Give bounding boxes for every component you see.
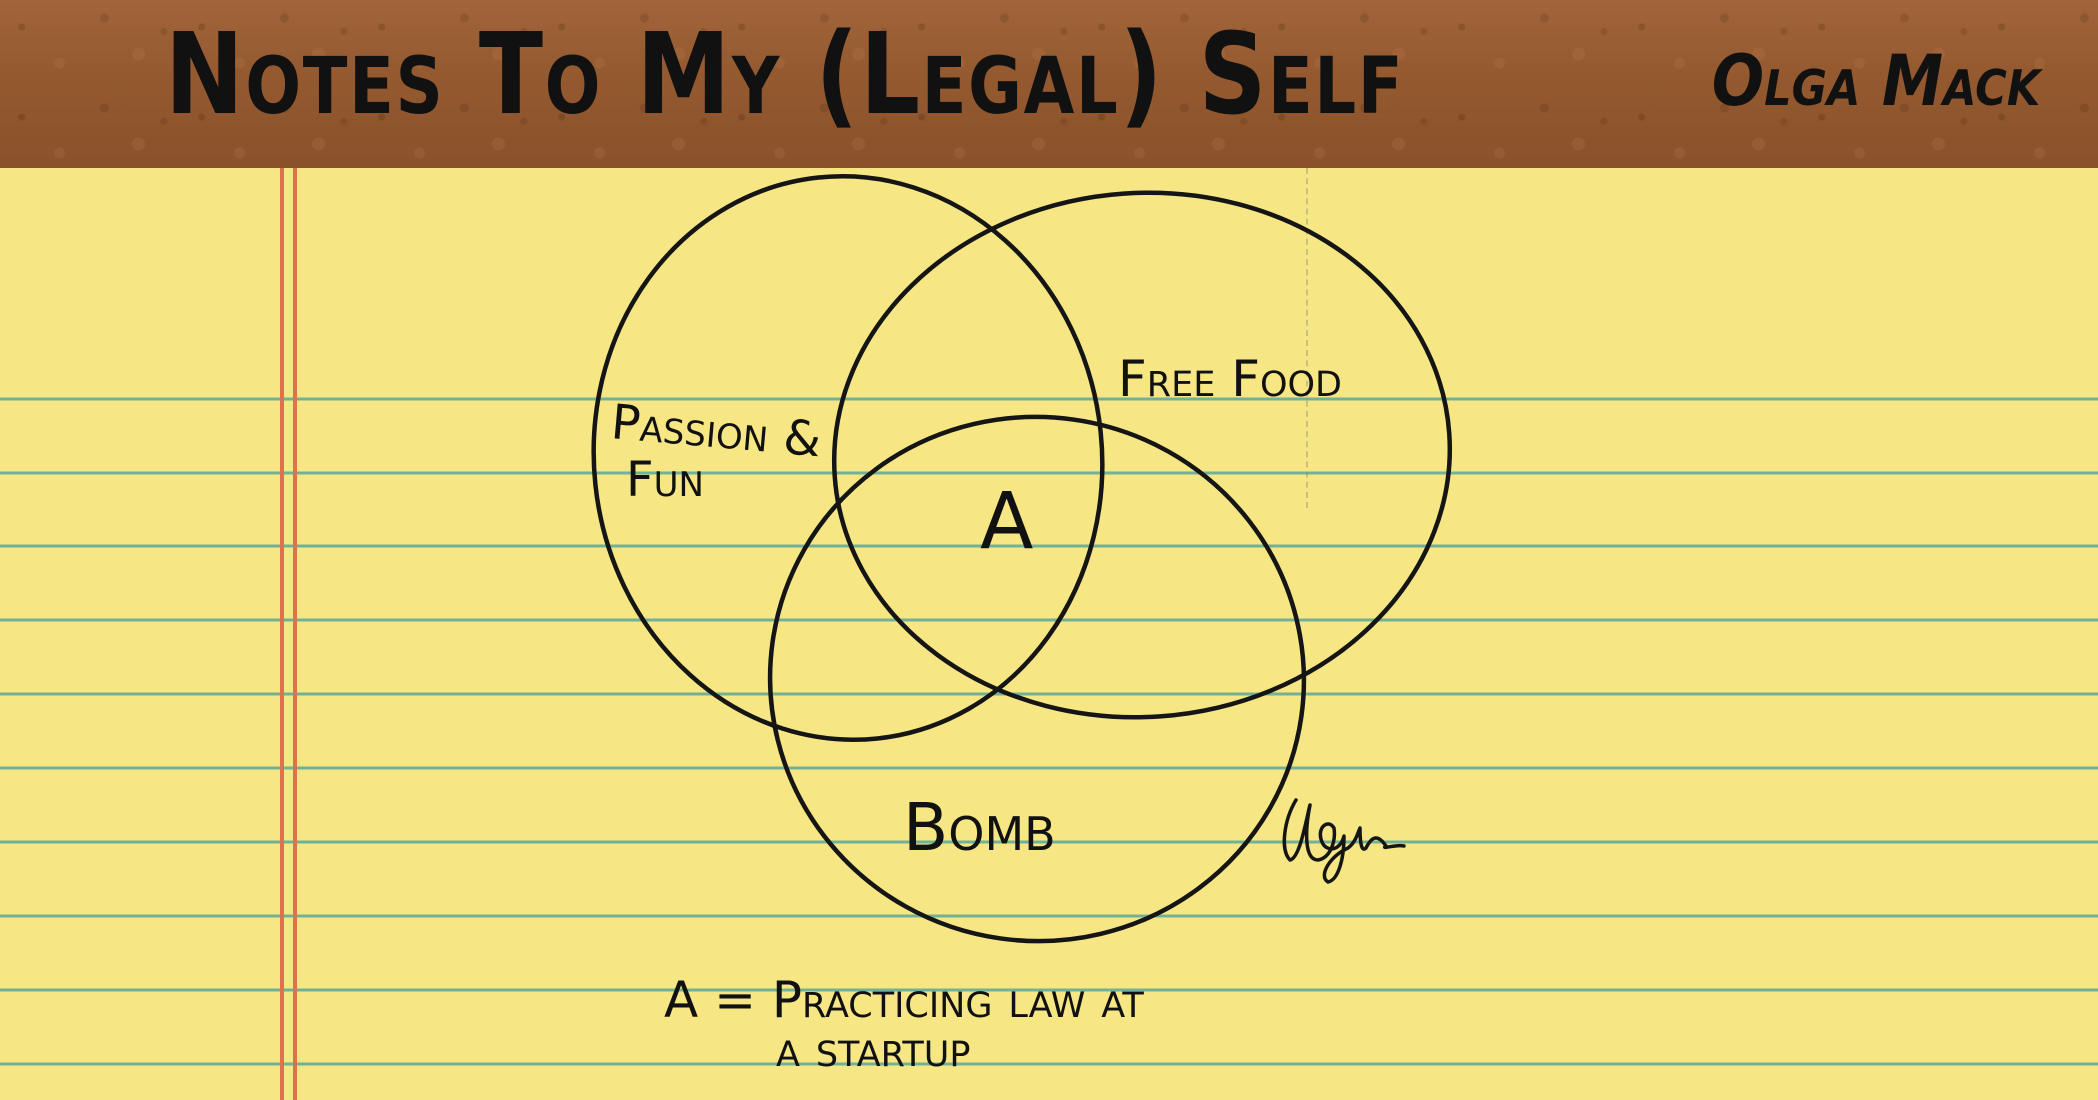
margin-line-left (280, 168, 284, 1100)
legend-line1: A = Practicing law at (664, 971, 1144, 1029)
author-name: Olga Mack (1711, 40, 2040, 122)
circle-passion-fun (591, 174, 1105, 742)
header-texture (0, 0, 2098, 168)
circle-free-food (831, 190, 1453, 720)
legend-line2: a startup (776, 1020, 971, 1078)
margin-line-right (293, 168, 297, 1100)
signature (1282, 798, 1406, 884)
page-title: Notes To My (Legal) Self (165, 10, 1405, 140)
fold-guide (1306, 168, 1308, 508)
label-free-food: Free Food (1118, 350, 1342, 408)
circle-bomb (767, 414, 1307, 944)
header-band: Notes To My (Legal) Self Olga Mack (0, 0, 2098, 168)
label-passion-fun-line2: Fun (626, 452, 704, 508)
label-bomb: Bomb (903, 789, 1056, 866)
label-intersection-a: A (980, 477, 1033, 567)
